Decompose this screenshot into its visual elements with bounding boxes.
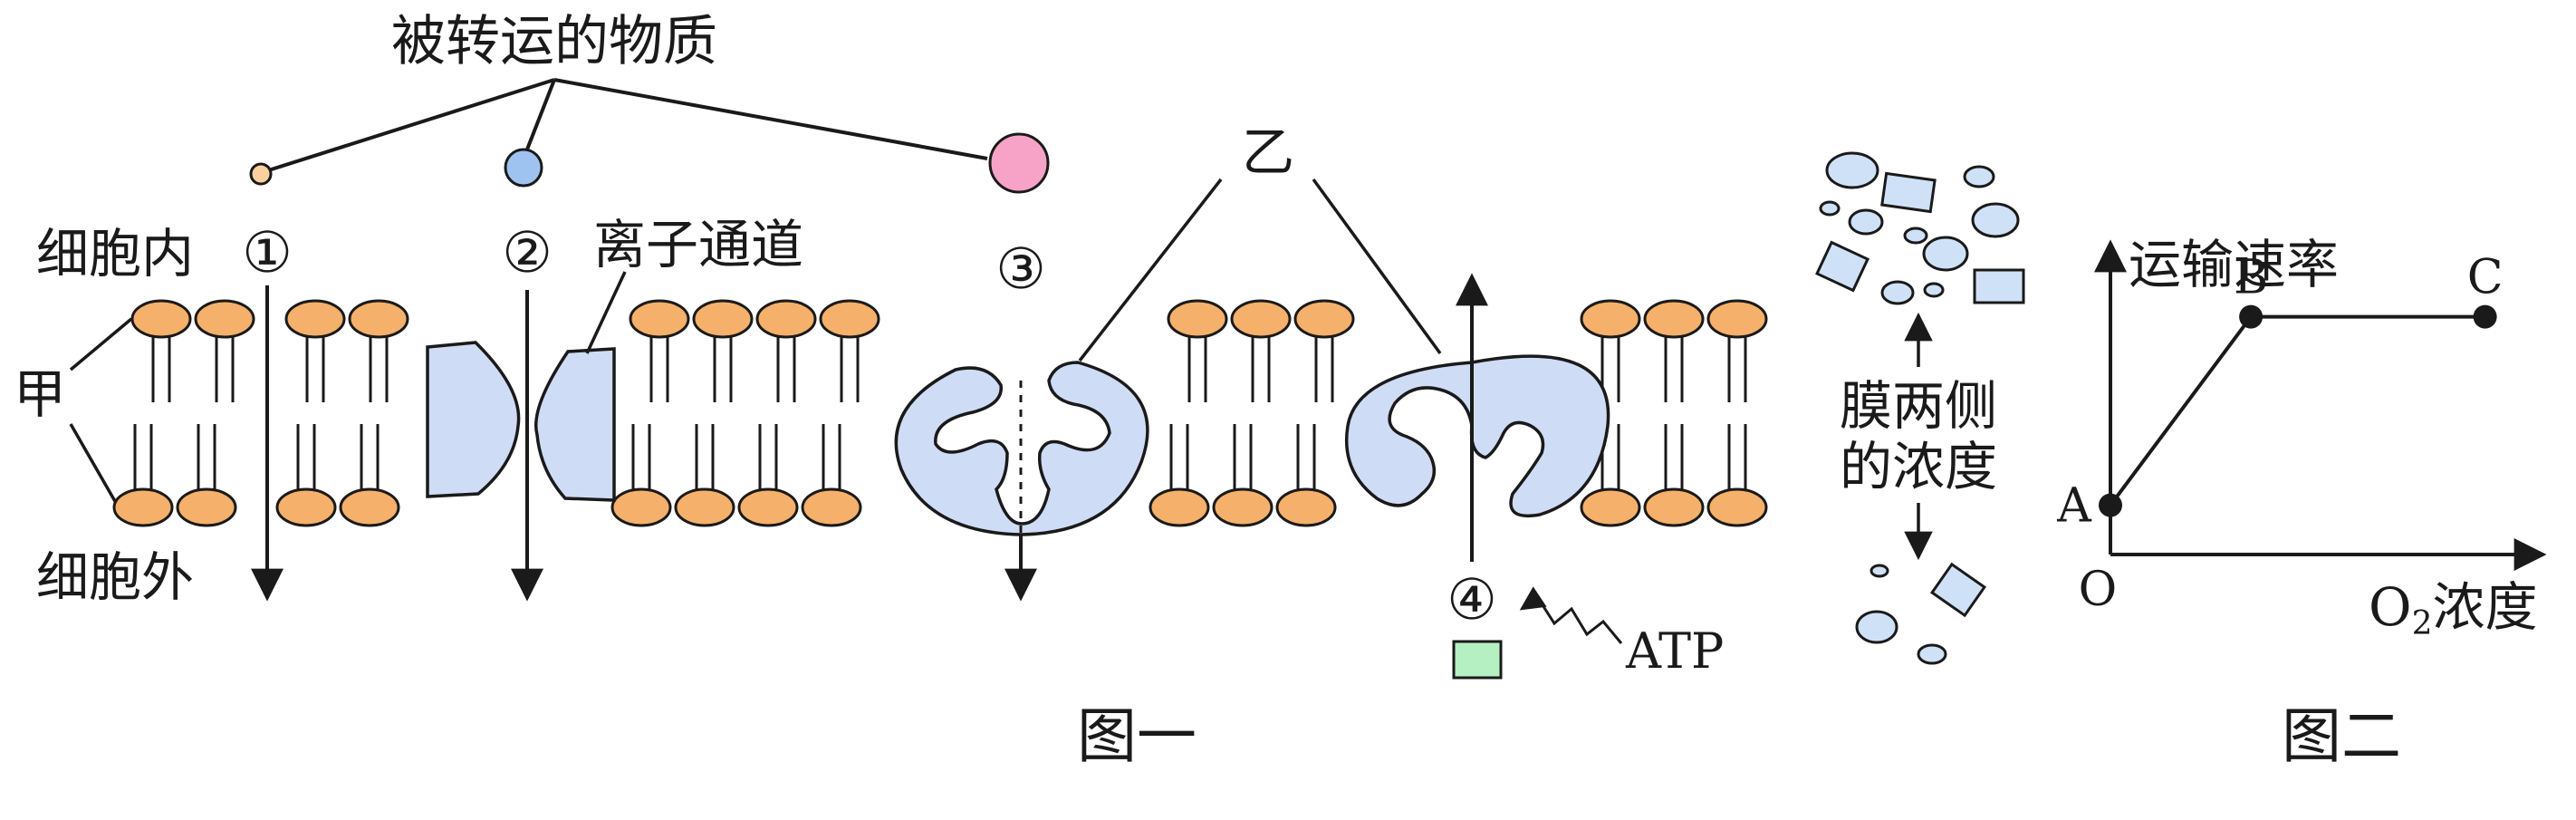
transport-rate-curve [2109, 314, 2485, 506]
lipid-top [284, 299, 346, 402]
channel-protein-right [533, 347, 616, 502]
transported-substance-square [1452, 640, 1503, 680]
point-a [2099, 493, 2122, 517]
carrier-protein-4 [1344, 354, 1610, 517]
carrier-protein-3 [894, 361, 1149, 536]
concentration-particles-top [1815, 151, 2025, 305]
lipid-bottom [1275, 424, 1337, 527]
lipid-top [755, 299, 817, 402]
graph-x-label: O2浓度 [2369, 576, 2537, 642]
cell-inside-label: 细胞内 [36, 223, 194, 285]
lipid-top [348, 299, 409, 402]
graph-y-label: 运输速率 [2129, 234, 2339, 295]
path-3-label: ③ [995, 236, 1046, 302]
point-b [2239, 304, 2264, 329]
ion-channel-label: 离子通道 [593, 214, 803, 275]
figure-one-caption: 图一 [1077, 701, 1197, 771]
cell-outside-label: 细胞外 [36, 546, 194, 608]
lipid-bottom [339, 424, 400, 527]
lipid-bottom [1149, 424, 1210, 527]
lipid-top [629, 299, 690, 402]
jia-pointer-lines [69, 317, 133, 504]
lipid-top [692, 299, 754, 402]
lipid-bottom [1580, 424, 1641, 527]
phospholipid-bilayer [112, 299, 1768, 527]
concentration-label-line2: 的浓度 [1840, 436, 1997, 497]
yi-label: 乙 [1242, 121, 1294, 183]
lipid-top [1293, 299, 1355, 402]
concentration-label-line1: 膜两侧 [1840, 375, 1997, 437]
jia-label: 甲 [14, 363, 66, 425]
medium-substance-particle [504, 148, 543, 188]
path-4-label: ④ [1447, 566, 1497, 632]
lipid-bottom [176, 424, 237, 527]
path-2-label: ② [502, 219, 553, 285]
lipid-bottom [1212, 424, 1274, 527]
lipid-top [1167, 299, 1228, 402]
graph-origin-label: O [2079, 563, 2118, 617]
lipid-top [130, 299, 192, 402]
figure-one: 被转运的物质 细胞内 细胞外 甲 ① ② 离子通道 ③ ④ 乙 [14, 10, 2025, 771]
lipid-bottom [275, 424, 337, 527]
atp-label: ATP [1625, 622, 1724, 680]
channel-protein-left [426, 341, 521, 498]
point-c [2473, 304, 2497, 329]
substance-label: 被转运的物质 [391, 10, 717, 73]
small-substance-particle [249, 162, 273, 186]
concentration-particles-bottom [1855, 562, 1987, 665]
lipid-bottom [112, 424, 174, 527]
lipid-bottom [674, 424, 735, 527]
lipid-bottom [801, 424, 862, 527]
lipid-top [1580, 299, 1641, 402]
point-label-c: C [2467, 251, 2504, 305]
lipid-bottom [737, 424, 799, 527]
lipid-bottom [1706, 424, 1768, 527]
ion-channel-pointer [585, 271, 627, 354]
lipid-top [1706, 299, 1768, 402]
yi-pointer-lines [1078, 178, 1442, 362]
lipid-bottom [1643, 424, 1705, 527]
path-1-label: ① [242, 219, 293, 285]
lipid-bottom [610, 424, 672, 527]
rate-curve-points: A B C [2056, 251, 2503, 534]
figure-two: 运输速率 O2浓度 O A B C 图二 [2056, 234, 2547, 771]
energy-squiggle-arrow [1519, 586, 1623, 644]
lipid-top [1230, 299, 1292, 402]
substance-connectors [262, 78, 988, 174]
lipid-top [194, 299, 255, 402]
lipid-top [819, 299, 880, 402]
point-label-b: B [2234, 251, 2268, 305]
figure-two-caption: 图二 [2282, 701, 2401, 771]
lipid-top [1643, 299, 1705, 402]
point-label-a: A [2056, 479, 2092, 534]
large-substance-particle [988, 132, 1050, 194]
